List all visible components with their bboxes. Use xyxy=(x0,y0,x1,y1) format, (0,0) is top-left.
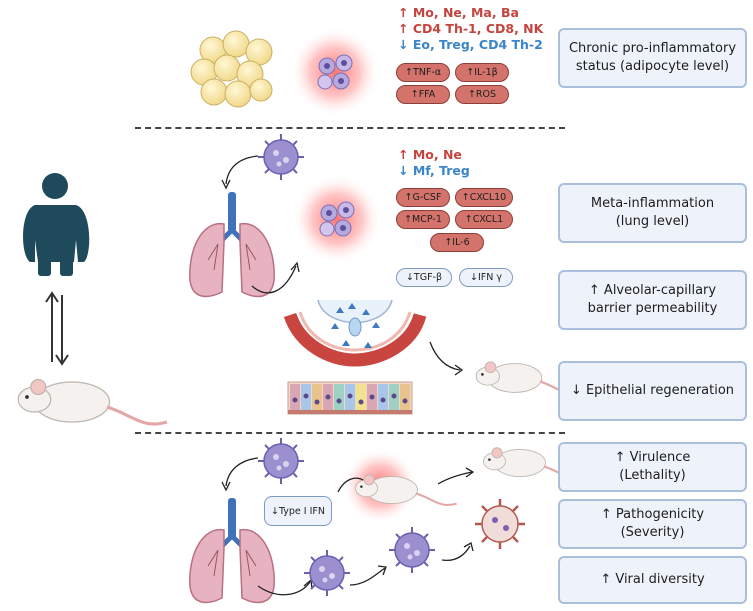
epithelium-icon xyxy=(287,381,413,415)
cytokine-pill: ↑IL-1β xyxy=(455,63,509,82)
virus-icon xyxy=(257,133,305,181)
decreased-cytokine-pill: ↓TGF-β xyxy=(396,268,452,287)
obese-person-icon xyxy=(23,173,90,276)
blood-vessel-icon xyxy=(283,299,427,367)
cytokine-pill: ↑G-CSF xyxy=(396,188,450,207)
adipocyte-level-box: Chronic pro-inflammatory status (adipocy… xyxy=(558,28,747,88)
adipocyte-cluster-icon xyxy=(190,30,273,108)
epithelial-regeneration-box: ↓ Epithelial regeneration xyxy=(558,361,747,421)
cells-increase-2: ↑ CD4 Th-1, CD8, NK xyxy=(398,21,544,36)
cytokine-pill: ↑CXCL10 xyxy=(455,188,513,207)
section-divider-2 xyxy=(135,432,565,434)
cells-increase-1: ↑ Mo, Ne, Ma, Ba xyxy=(398,5,519,20)
immune-cells-icon xyxy=(289,26,381,118)
section1-cell-changes: ↑ Mo, Ne, Ma, Ba ↑ CD4 Th-1, CD8, NK ↓ E… xyxy=(398,5,543,53)
virulence-box: ↑ Virulence (Lethality) xyxy=(558,442,747,492)
cells-decrease: ↓ Eo, Treg, CD4 Th-2 xyxy=(398,37,543,52)
cytokine-pill: ↑FFA xyxy=(396,85,450,104)
decreased-cytokine-pill: ↓IFN γ xyxy=(459,268,513,287)
reversible-arrows-icon xyxy=(45,291,69,366)
section2-cell-changes: ↑ Mo, Ne ↓ Mf, Treg xyxy=(398,147,470,179)
barrier-permeability-box: ↑ Alveolar-capillary barrier permeabilit… xyxy=(558,270,747,330)
cytokine-pill: ↑MCP-1 xyxy=(396,210,450,229)
lung-level-box: Meta-inflammation (lung level) xyxy=(558,183,747,243)
lungs-icon xyxy=(190,192,274,296)
cytokine-pill: ↑CXCL1 xyxy=(455,210,513,229)
cytokine-pill: ↑ROS xyxy=(455,85,509,104)
cells-increase: ↑ Mo, Ne xyxy=(398,147,462,162)
mutated-virus-icon xyxy=(475,499,525,549)
cytokine-pill: ↑IL-6 xyxy=(430,233,484,252)
section-divider-1 xyxy=(135,127,565,129)
type-i-ifn-note: ↓Type I IFN xyxy=(264,496,332,526)
pathogenicity-box: ↑ Pathogenicity (Severity) xyxy=(558,499,747,549)
cells-decrease: ↓ Mf, Treg xyxy=(398,163,470,178)
viral-diversity-box: ↑ Viral diversity xyxy=(558,556,747,604)
cytokine-pill: ↑TNF-α xyxy=(396,63,450,82)
